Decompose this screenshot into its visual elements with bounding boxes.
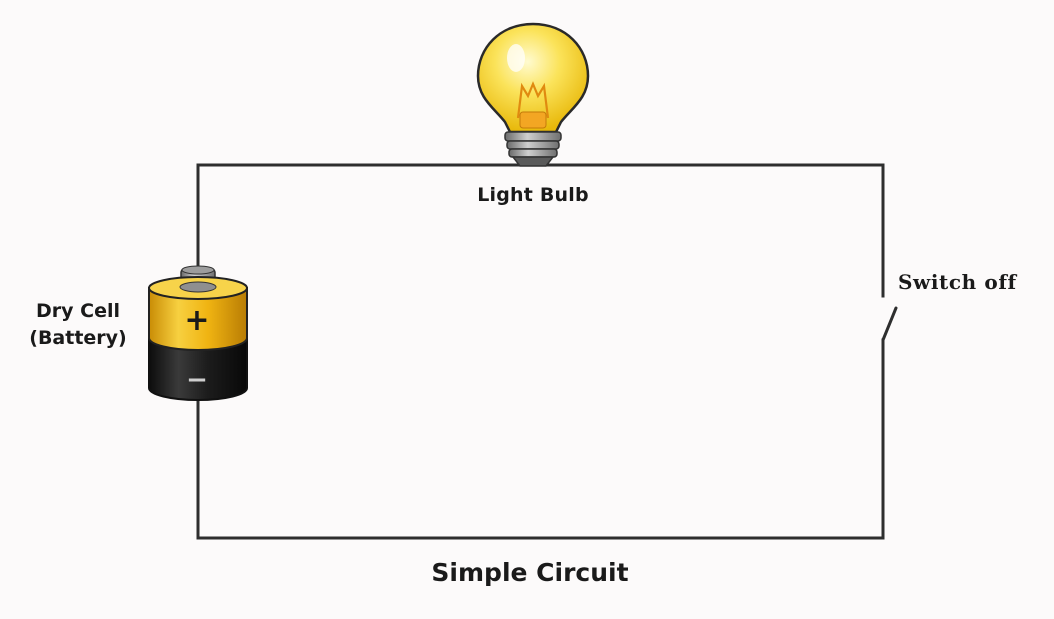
battery-plus-symbol: + (184, 303, 209, 338)
wire-loop (196, 163, 885, 540)
battery-label: Dry Cell (Battery) (29, 298, 126, 352)
bulb-base (504, 131, 562, 167)
diagram-title: Simple Circuit (431, 558, 629, 587)
switch (881, 306, 898, 342)
wire-bottom (196, 396, 885, 540)
bulb-label: Light Bulb (477, 184, 589, 206)
bulb-filament (516, 81, 550, 119)
battery-label-line2: (Battery) (29, 327, 127, 349)
battery-minus-symbol: − (186, 365, 208, 395)
battery-label-line1: Dry Cell (35, 300, 120, 322)
battery-icon: + − (148, 265, 248, 401)
light-bulb-icon (476, 22, 590, 167)
switch-label: Switch off (898, 270, 1017, 294)
switch-lever (881, 306, 898, 342)
